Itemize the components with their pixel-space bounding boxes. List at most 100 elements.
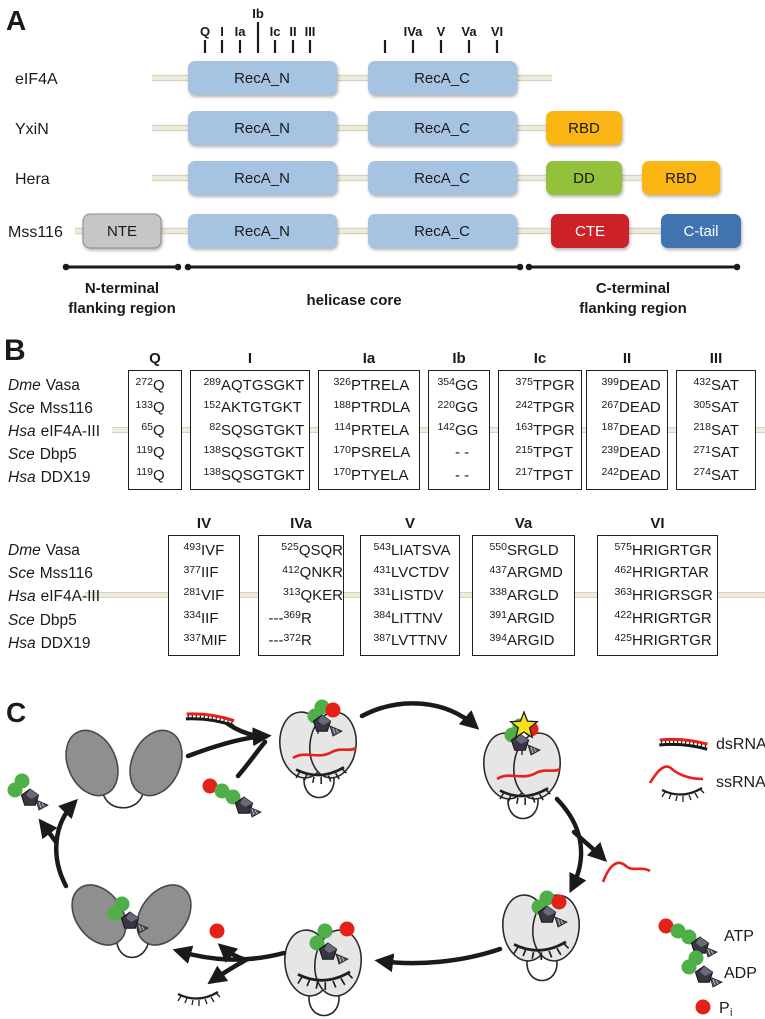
helicase-closed-adp-pi: [280, 921, 366, 1017]
tick-label-i: I: [220, 24, 224, 39]
panel-c-label: C: [6, 697, 26, 728]
arrow-activation: [359, 701, 480, 730]
helicase-closed-post-unwinding: [498, 890, 584, 982]
panel-a-label: A: [6, 5, 26, 36]
region-brackets: [62, 263, 741, 271]
domain-box-dd: [546, 161, 622, 195]
motif-header: Ib: [452, 350, 466, 367]
helicase-closed-activated: [479, 711, 565, 820]
dsrna-icon: [657, 736, 710, 751]
domain-box-recan: [188, 161, 337, 195]
motif-cell: - -: [455, 444, 470, 461]
motif-header: Va: [514, 515, 533, 532]
domain-box-rbd: [546, 111, 622, 145]
bracket-label-cterm-1: C-terminal: [596, 280, 670, 297]
motif-header: V: [404, 515, 415, 532]
domain-label: NTE: [107, 223, 137, 240]
domain-label: CTE: [575, 223, 605, 240]
pi-icon: [209, 923, 225, 939]
arrow-rna-release: [207, 958, 247, 985]
domain-label: DD: [573, 170, 595, 187]
domain-box-recac: [368, 61, 517, 95]
bracket-label-nterm-2: flanking region: [68, 300, 176, 317]
helicase-closed-atp-rna: [275, 699, 361, 799]
domain-box-nte: [82, 213, 162, 249]
protein-row-yxin: RecA_N RecA_C RBD YxiN: [15, 111, 622, 145]
legend-ssrna-label: ssRNA: [716, 774, 765, 791]
protein-name: Hera: [15, 171, 50, 188]
legend-adp-label: ADP: [724, 965, 757, 982]
domain-box-ctail: [661, 214, 741, 248]
tick-label-ii: II: [289, 24, 296, 39]
tick-label-vi: VI: [491, 24, 503, 39]
bracket-label-nterm-1: N-terminal: [85, 280, 159, 297]
tick-label-iii: III: [305, 24, 316, 39]
tick-label-iva: IVa: [404, 24, 424, 39]
rna-strand-red: [496, 767, 561, 781]
domain-box-recac: [368, 161, 517, 195]
domain-box-recan: [188, 61, 337, 95]
motif-header: IV: [196, 515, 212, 532]
protein-row-mss116: NTE RecA_N RecA_C CTE C-tail Mss116: [8, 213, 741, 249]
legend-atp-label: ATP: [724, 928, 754, 945]
motif-header: III: [709, 350, 723, 367]
arrow-ssrna-release: [571, 829, 608, 863]
domain-label: RecA_N: [234, 223, 290, 240]
domain-label: RecA_N: [234, 70, 290, 87]
panel-a-domain-architecture: A Q I Ia Ib Ic II III IVa V Va VI: [6, 5, 741, 317]
tick-label-v: V: [437, 24, 446, 39]
domain-label: RecA_N: [234, 120, 290, 137]
rna-strand-red: [292, 746, 357, 760]
arrow-adp-release: [38, 818, 59, 845]
tick-label-ia: Ia: [235, 24, 247, 39]
dsrna-icon: [184, 710, 236, 728]
domain-box-rbd: [642, 161, 720, 195]
arrow-atp-branch: [235, 739, 268, 779]
motif-header: IVa: [290, 515, 312, 532]
motif-header: I: [247, 350, 253, 367]
motif-header: Ic: [533, 350, 547, 367]
motif-header: II: [622, 350, 632, 367]
adp-icon: [8, 774, 49, 811]
helicase-open-apo: [65, 729, 183, 809]
arrow-recycle: [54, 798, 78, 889]
